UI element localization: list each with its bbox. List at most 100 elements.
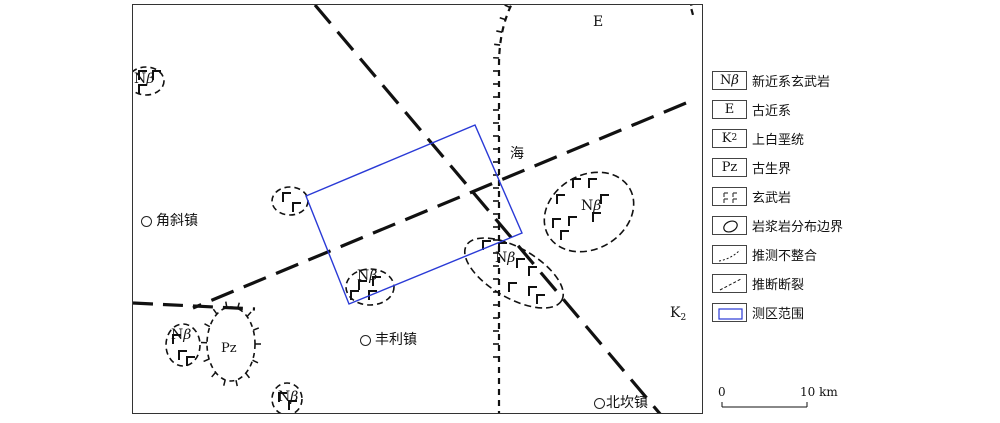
legend-symbol-pz: Pz	[712, 157, 747, 177]
basalt-mark	[600, 194, 609, 204]
unconformity-tick	[494, 43, 501, 46]
unconformity-tick	[236, 302, 240, 309]
nbeta-label-south: Nβ	[278, 389, 299, 405]
unit-label-e: E	[593, 14, 604, 30]
magma-boundary-east-upper	[543, 171, 635, 253]
basalt-pattern-marks	[138, 70, 609, 410]
legend-label: 古生界	[752, 161, 792, 177]
basalt-mark	[172, 334, 181, 344]
basalt-mark	[372, 276, 381, 286]
unconformity-tick	[496, 30, 503, 33]
unconformity-tick	[211, 371, 217, 378]
town-circle-icon	[141, 215, 152, 227]
magma-boundary-sw-pz	[165, 323, 201, 367]
basalt-pattern-icon	[712, 186, 747, 206]
unit-label-pz: Pz	[221, 341, 237, 356]
legend-item-e: E 古近系	[712, 97, 791, 121]
legend-label: 玄武岩	[752, 190, 792, 206]
basalt-mark	[528, 286, 537, 296]
blue-rectangle-icon	[712, 302, 747, 322]
scale-end-label: 10 km	[800, 385, 838, 399]
basalt-mark	[568, 216, 577, 226]
unconformity-ticks-pz	[200, 301, 261, 387]
unconformity-tick	[504, 5, 511, 9]
basalt-mark	[152, 70, 161, 80]
unconformity-tick	[252, 359, 259, 364]
legend-label: 上白垩统	[752, 132, 805, 148]
basalt-mark	[358, 280, 367, 290]
basalt-mark	[138, 70, 147, 80]
unconformity-tick	[223, 379, 226, 386]
basalt-mark	[292, 202, 301, 212]
magma-boundary-south	[271, 382, 303, 413]
nbeta-label-west-top: Nβ	[134, 71, 155, 87]
basalt-mark	[556, 194, 565, 204]
basalt-mark	[186, 356, 195, 366]
unconformity-tick	[235, 380, 238, 387]
legend-label: 测区范围	[752, 306, 805, 322]
hatched-line-icon	[712, 244, 747, 264]
legend-symbol-e: E	[712, 99, 747, 119]
unconformity-tick	[245, 372, 251, 379]
map-canvas	[133, 5, 695, 413]
unconformity-tick	[499, 17, 506, 21]
legend-label: 岩浆岩分布边界	[752, 219, 844, 235]
legend-item-unconformity: 推测不整合	[712, 242, 817, 266]
town-circle-icon	[360, 334, 371, 346]
magma-boundary-small-left	[271, 186, 309, 216]
unit-label-k2: K2	[670, 305, 687, 323]
basalt-mark	[288, 400, 297, 410]
magma-boundary-east-lower	[463, 237, 565, 309]
basalt-mark	[592, 212, 601, 222]
legend-item-magma: 岩浆岩分布边界	[712, 213, 843, 237]
basalt-mark	[516, 258, 525, 268]
town-beikan: 北坎镇	[594, 395, 648, 411]
unconformity-tick	[203, 358, 210, 363]
basalt-mark	[368, 290, 377, 300]
basalt-mark	[482, 240, 491, 250]
unconformity-tick	[252, 327, 260, 331]
basalt-mark	[138, 84, 147, 94]
basalt-mark	[552, 218, 561, 228]
unconformity-tick	[212, 308, 218, 315]
legend-label: 新近系玄武岩	[752, 74, 831, 90]
nbeta-label-east-lower: Nβ	[495, 250, 516, 266]
unconformity-tick	[225, 301, 228, 308]
nbeta-label-east-upper: Nβ	[581, 198, 602, 214]
scale-bar-line	[721, 402, 808, 408]
town-circle-icon	[594, 397, 605, 409]
basalt-mark	[536, 294, 545, 304]
basalt-mark	[350, 290, 359, 300]
scale-bar: 0 10 km	[716, 385, 846, 415]
basalt-mark	[508, 282, 517, 292]
legend-label: 古近系	[752, 103, 792, 119]
legend-item-survey: 测区范围	[712, 300, 804, 324]
nbeta-label-center-south: Nβ	[357, 268, 378, 284]
map-frame: 海 E K2 Pz Nβ Nβ Nβ Nβ Nβ Nβ 角斜镇 丰利镇 北坎镇	[132, 4, 703, 414]
basalt-mark	[572, 178, 581, 188]
magma-boundary-center-south	[345, 268, 395, 306]
fault-line-nw-se	[313, 5, 662, 413]
legend-item-fault: 推断断裂	[712, 271, 804, 295]
sea-label: 海	[510, 146, 524, 162]
basalt-mark	[282, 192, 291, 202]
dashed-line-icon	[712, 273, 747, 293]
scale-start-label: 0	[718, 385, 726, 399]
magma-boundary-west-top	[133, 66, 165, 96]
survey-area-rectangle	[305, 124, 523, 305]
nbeta-label-sw: Nβ	[171, 327, 192, 343]
unconformity-tick	[246, 311, 252, 318]
fault-line-ne-sw	[192, 101, 687, 310]
legend-item-pz: Pz 古生界	[712, 155, 791, 179]
basalt-mark	[528, 266, 537, 276]
basalt-mark	[278, 392, 287, 402]
town-fengli: 丰利镇	[360, 332, 417, 348]
basalt-mark	[178, 350, 187, 360]
legend-label: 推测不整合	[752, 248, 818, 264]
basalt-mark	[588, 178, 597, 188]
legend-item-basalt: 玄武岩	[712, 184, 791, 208]
